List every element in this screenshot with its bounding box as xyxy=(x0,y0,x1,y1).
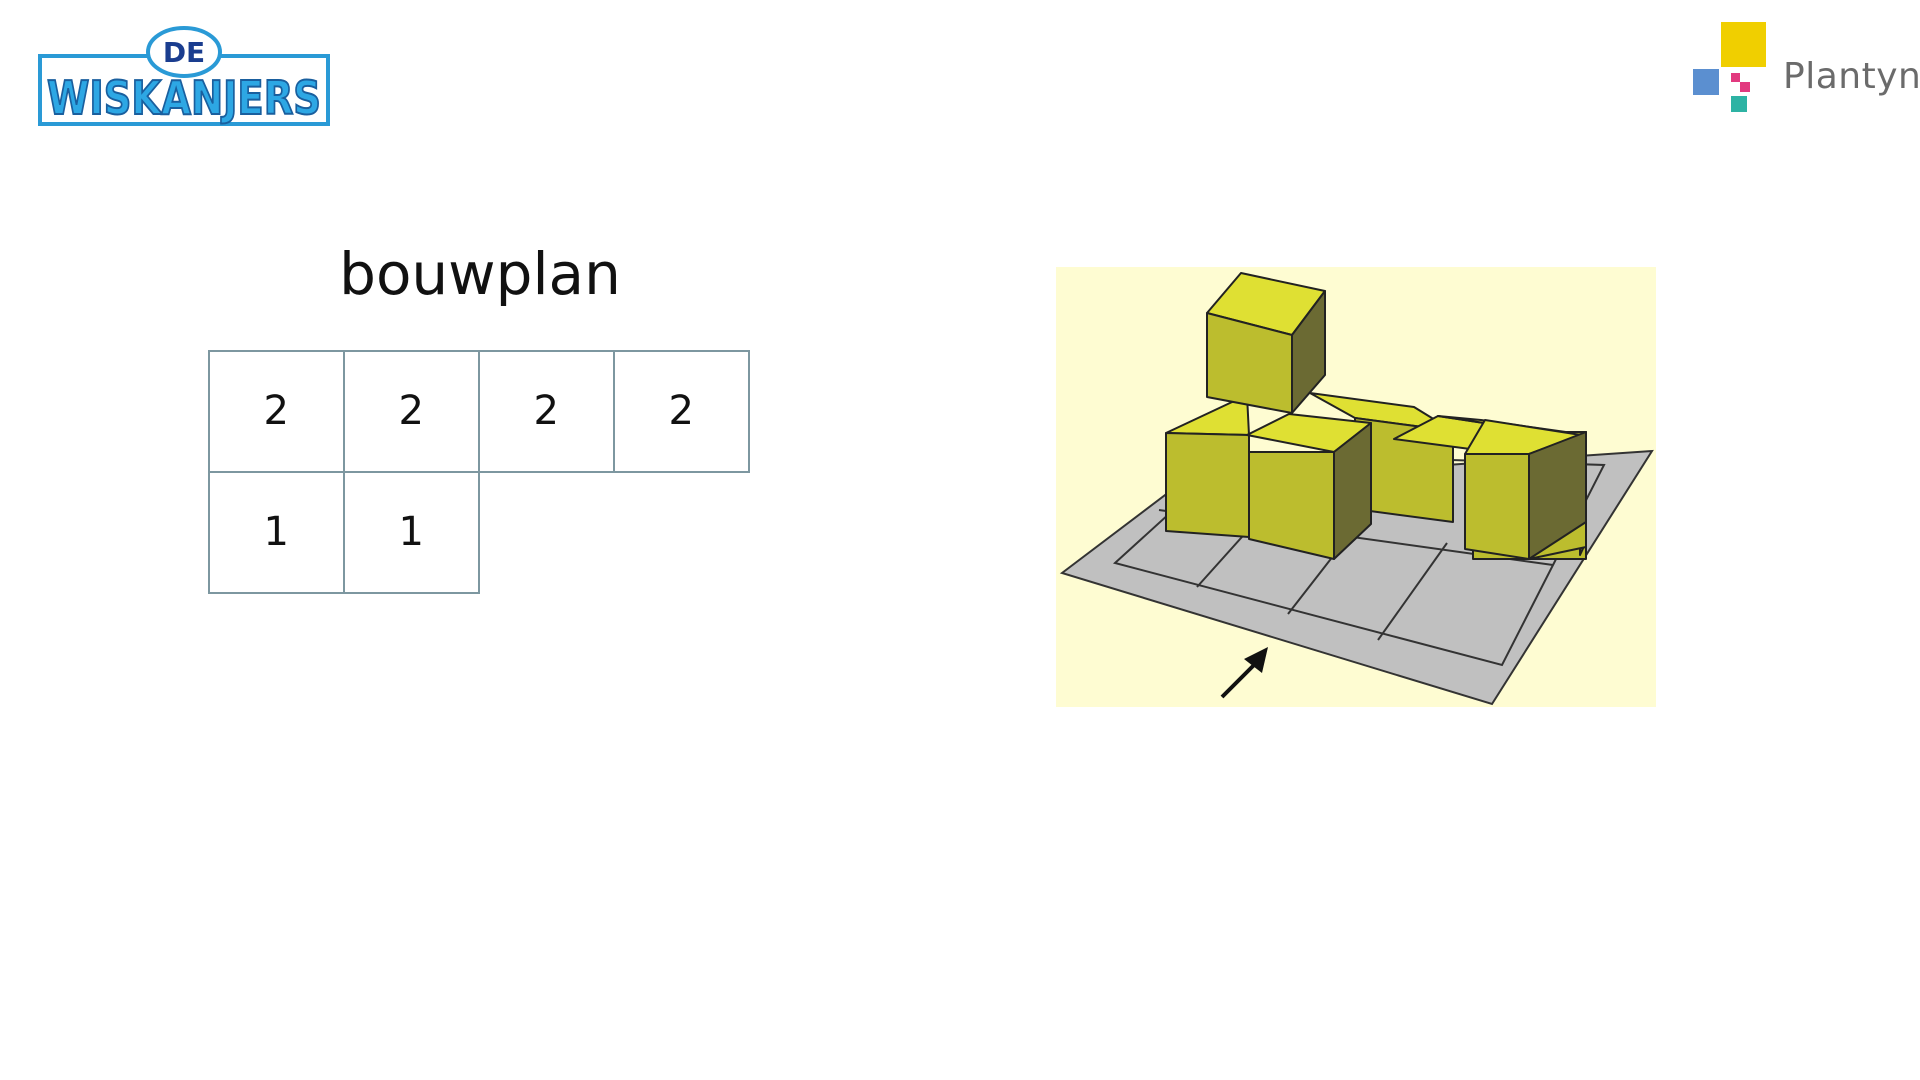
wiskanjers-logo: DE WISKANJERS xyxy=(38,26,330,126)
plan-cell-empty xyxy=(613,471,751,595)
plantyn-logo: Plantyn xyxy=(1693,20,1920,115)
page-title: bouwplan xyxy=(339,240,621,308)
building-plan-grid: 2 2 2 2 1 1 xyxy=(207,349,751,595)
logo-de-text: DE xyxy=(163,36,205,69)
plantyn-wordmark: Plantyn xyxy=(1783,56,1920,97)
cube-building-illustration xyxy=(1056,267,1656,707)
plantyn-mark-icon xyxy=(1693,22,1766,112)
cube-side xyxy=(1528,431,1587,560)
cube-front xyxy=(1165,432,1250,538)
plan-cell: 2 xyxy=(612,349,750,473)
cubes xyxy=(1165,272,1587,560)
cube-front xyxy=(1464,453,1530,560)
plan-cell: 2 xyxy=(477,349,615,473)
cube-front xyxy=(1248,451,1335,560)
plan-cell-empty xyxy=(478,471,616,595)
plan-cell: 2 xyxy=(207,349,345,473)
plan-cell: 1 xyxy=(207,470,345,594)
plan-cell: 1 xyxy=(342,470,480,594)
cube-side xyxy=(1291,290,1326,414)
cube-side xyxy=(1333,422,1372,560)
logo-wiskanjers-text: WISKANJERS xyxy=(47,71,321,125)
plan-cell: 2 xyxy=(342,349,480,473)
arrow-icon xyxy=(1220,647,1268,699)
